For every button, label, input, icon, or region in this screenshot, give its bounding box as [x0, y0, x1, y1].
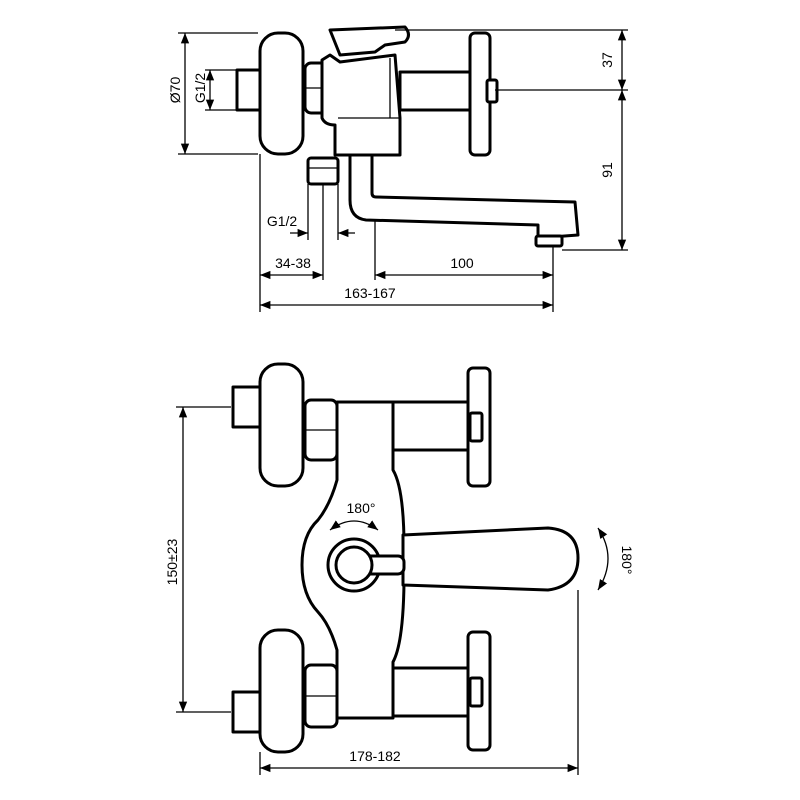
dim-g12-vertical-label: G1/2: [192, 73, 208, 104]
side-spout: [348, 153, 580, 240]
dim-g12-horizontal-label: G1/2: [267, 213, 298, 229]
top-upper-wall-cover: [258, 362, 305, 488]
rot-spout-label: 180°: [619, 546, 635, 575]
side-mixer-body: [320, 53, 402, 157]
dim-178-182-label: 178-182: [349, 748, 401, 764]
side-shower-outlet: [306, 156, 340, 186]
side-spindle: [398, 70, 472, 112]
top-spout: [401, 526, 580, 592]
dim-150-label: 150±23: [164, 538, 180, 585]
top-lower-wall-cover: [258, 628, 305, 754]
spout-rotation-arrow: [597, 527, 609, 591]
dim-d70-label: Ø70: [167, 77, 183, 104]
top-lower-cap: [468, 676, 484, 708]
top-upper-valve-block: [391, 400, 473, 452]
top-upper-cap: [468, 411, 484, 443]
rot-lever-label: 180°: [347, 500, 376, 516]
top-lower-connector-pipe: [231, 690, 265, 734]
dim-163-167-label: 163-167: [344, 285, 396, 301]
side-spout-aerator: [534, 234, 564, 248]
side-wall-cover: [258, 31, 305, 156]
side-cap: [485, 78, 499, 104]
dim-34-38-label: 34-38: [275, 255, 311, 271]
lever-rotation-arrow: [329, 520, 379, 531]
side-lever-handle: [328, 25, 410, 57]
dim-37-label: 37: [599, 52, 615, 68]
dim-100-label: 100: [450, 255, 474, 271]
dim-91-label: 91: [599, 162, 615, 178]
top-upper-connector-pipe: [231, 385, 265, 429]
top-view: 180° 180° 150±23 178-182: [164, 362, 635, 775]
top-lower-valve-block: [391, 666, 473, 718]
top-diverter-knob-inner: [334, 545, 374, 585]
side-view: Ø70 G1/2 37 91 G1/2 34-38 100: [167, 25, 628, 312]
